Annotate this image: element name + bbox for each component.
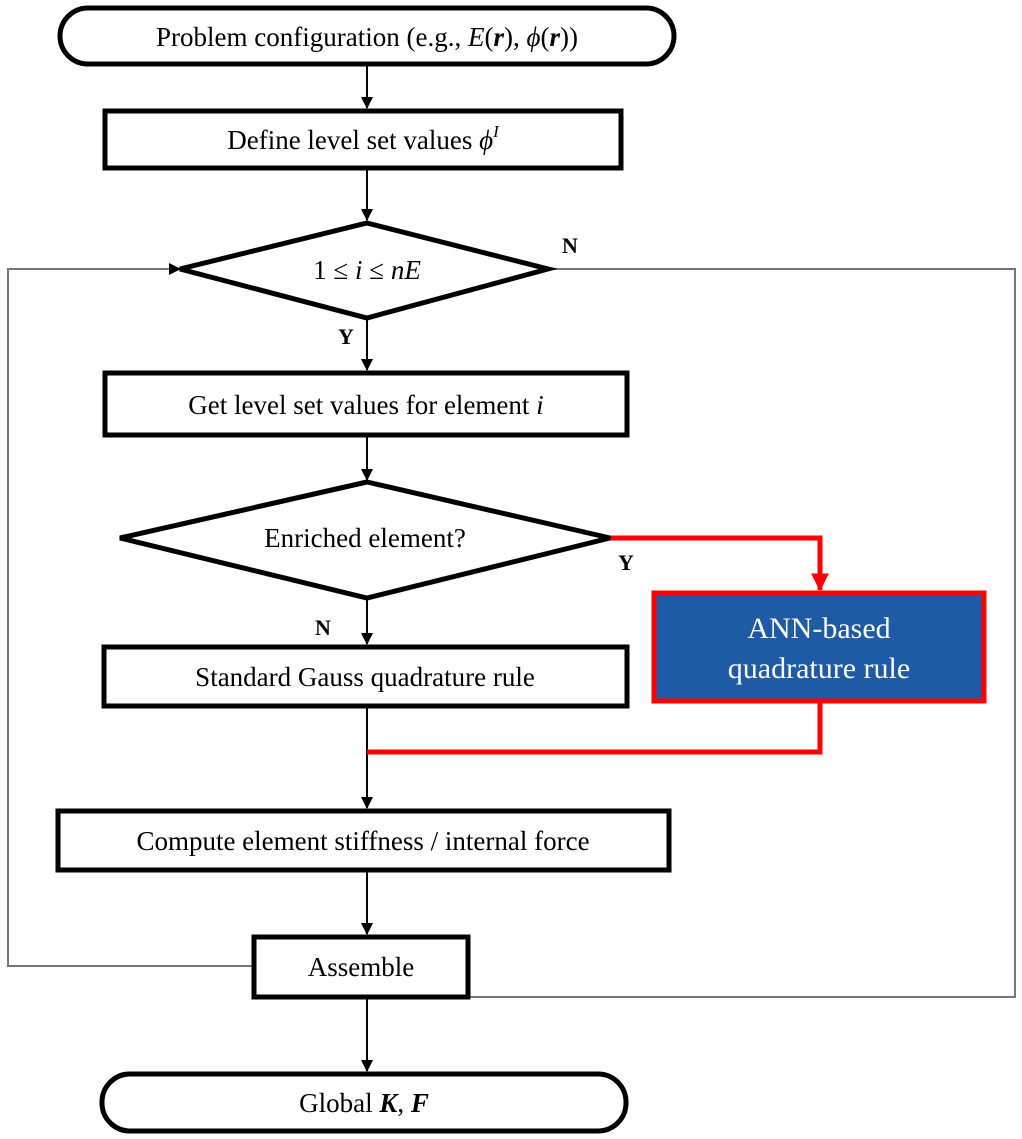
enriched-yes-label: Y <box>618 550 634 575</box>
assemble-node: Assemble <box>251 934 471 1000</box>
connectors <box>7 64 1016 1072</box>
loop-no-label: N <box>562 233 578 258</box>
start-node: Problem configuration (e.g., E(r), ϕ(r)) <box>57 5 677 67</box>
gauss-node: Standard Gauss quadrature rule <box>101 644 630 709</box>
end-label: Global K, F <box>299 1088 429 1118</box>
red-ann-to-merge <box>367 703 823 755</box>
assemble-process-shape <box>251 934 471 1000</box>
ann-label-line1: ANN-based <box>747 612 890 645</box>
start-terminator-shape <box>57 5 677 67</box>
enriched-no-label: N <box>315 615 331 640</box>
ann-label-line2: quadrature rule <box>728 652 910 685</box>
assemble-label: Assemble <box>308 952 415 982</box>
loop-node: 1 ≤ i ≤ nE N Y <box>179 220 578 349</box>
get-values-node: Get level set values for element i <box>102 370 630 438</box>
end-node: Global K, F <box>99 1071 629 1134</box>
end-terminator-shape <box>99 1071 629 1134</box>
loop-exit-line <box>470 268 1016 998</box>
red-enriched-to-ann <box>610 535 829 592</box>
ann-process-shape <box>651 590 987 704</box>
get-values-process-shape <box>102 370 630 438</box>
gauss-label: Standard Gauss quadrature rule <box>195 662 535 692</box>
enriched-decision-shape <box>119 479 611 601</box>
loop-back-line <box>7 263 252 967</box>
start-label: Problem configuration (e.g., E(r), ϕ(r)) <box>156 22 578 52</box>
compute-label: Compute element stiffness / internal for… <box>136 826 589 856</box>
get-values-label: Get level set values for element i <box>188 390 543 420</box>
define-node: Define level set values ϕI <box>102 108 624 171</box>
loop-decision-shape <box>179 220 558 321</box>
enriched-label: Enriched element? <box>264 523 466 553</box>
loop-condition-label: 1 ≤ i ≤ nE <box>313 255 421 285</box>
define-label: Define level set values ϕI <box>227 122 500 155</box>
compute-node: Compute element stiffness / internal for… <box>55 808 672 873</box>
enriched-node: Enriched element? Y N <box>119 479 634 640</box>
compute-process-shape <box>55 808 672 873</box>
gauss-process-shape <box>101 644 630 709</box>
loop-yes-label: Y <box>338 324 354 349</box>
ann-node: ANN-based quadrature rule <box>651 590 987 704</box>
define-process-shape <box>102 108 624 171</box>
